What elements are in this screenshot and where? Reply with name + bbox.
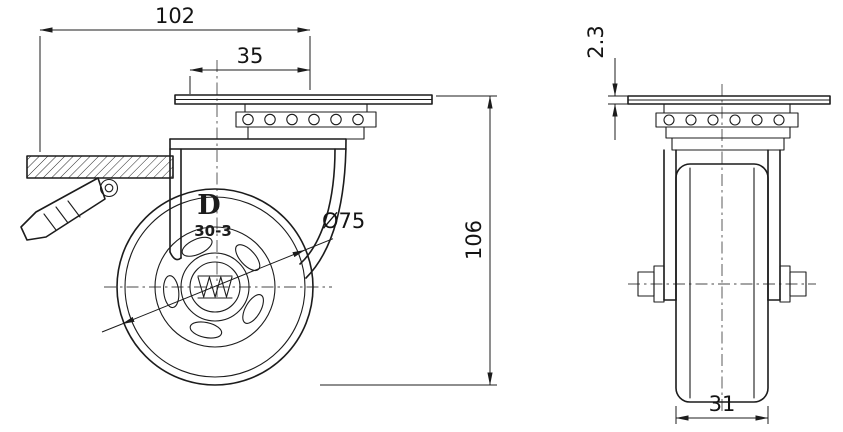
dim-diameter-label: Ø75: [322, 209, 365, 233]
front-mounting-plate: [627, 95, 831, 105]
dim-31-label: 31: [709, 392, 736, 416]
side-view: D 30-3 102 35 106 Ø75: [20, 4, 497, 386]
dim-35-label: 35: [237, 44, 264, 68]
side-brake-assembly: [20, 155, 174, 241]
dim-106-label: 106: [462, 220, 486, 260]
dim-102-label: 102: [155, 4, 195, 28]
dim-102: 102: [39, 4, 311, 152]
front-view: 2.3 31: [584, 25, 831, 424]
dim-2-3-label: 2.3: [584, 25, 608, 58]
dim-35: 35: [189, 44, 311, 94]
side-mounting-plate: [174, 94, 433, 105]
front-swivel-bearing: [655, 103, 799, 151]
dim-106: 106: [320, 95, 497, 386]
front-centerlines: [628, 84, 816, 414]
dim-31: 31: [675, 392, 769, 424]
front-axle: [637, 265, 807, 303]
brand-logo: D: [197, 190, 220, 221]
side-fork: [169, 138, 347, 279]
side-centerlines: [104, 60, 332, 300]
side-swivel-bearing: [235, 103, 377, 140]
model-number: 30-3: [194, 222, 232, 240]
dim-wheel-diameter: Ø75: [101, 209, 365, 333]
dim-plate-thickness: 2.3: [584, 25, 628, 140]
front-wheel: [675, 163, 769, 403]
